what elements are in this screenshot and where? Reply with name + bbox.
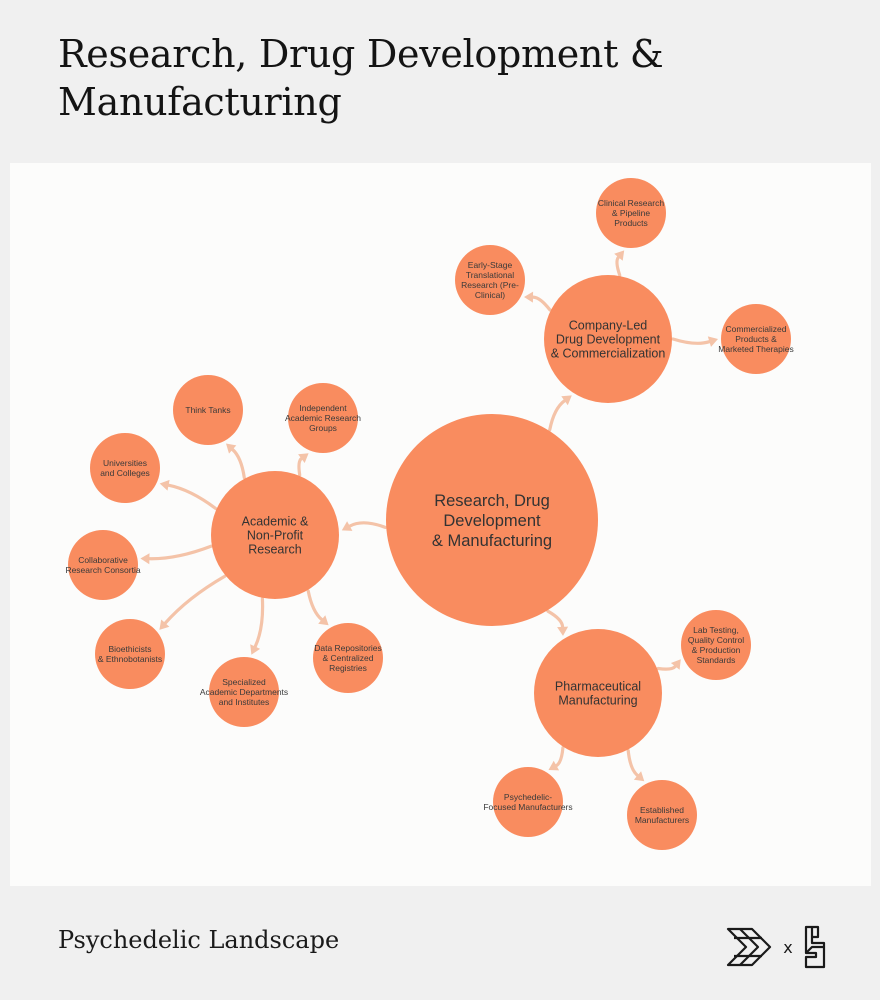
node-circle — [95, 619, 165, 689]
arrow-to-academic-non-profit-research — [341, 521, 387, 531]
node-circle — [90, 433, 160, 503]
arrow-to-think-tanks — [226, 443, 246, 480]
arrow-to-specialized-academic-departments — [250, 597, 265, 655]
arrow-to-commercialized-products — [671, 336, 718, 347]
node-circle — [534, 629, 662, 757]
arrow-to-clinical-research-pipeline-products — [614, 250, 625, 277]
node-circle — [173, 375, 243, 445]
node-circle — [681, 610, 751, 680]
page-title: Research, Drug Development & Manufacturi… — [58, 32, 664, 124]
node-circle — [209, 657, 279, 727]
node-circle — [386, 414, 598, 626]
node-think-tanks: Think Tanks — [173, 375, 243, 445]
node-circle — [455, 245, 525, 315]
node-label: Psychedelic-Focused Manufacturers — [483, 792, 572, 812]
arrow-to-company-led-drug-development — [548, 395, 572, 432]
arrow-to-data-repositories-centralized-registries — [306, 589, 329, 626]
node-label: Bioethicists& Ethnobotanists — [98, 644, 162, 664]
footer-title: Psychedelic Landscape — [58, 926, 340, 954]
node-bioethicists-ethnobotanists: Bioethicists& Ethnobotanists — [95, 619, 165, 689]
node-circle — [627, 780, 697, 850]
node-circle — [288, 383, 358, 453]
arrow-to-early-stage-translational-research — [524, 291, 552, 312]
geometric-s-logo — [804, 925, 826, 969]
arrow-to-bioethicists-ethnobotanists — [159, 574, 227, 630]
node-circle — [721, 304, 791, 374]
node-circle — [544, 275, 672, 403]
node-psychedelic-focused-manufacturers: Psychedelic-Focused Manufacturers — [483, 767, 573, 837]
arrow-to-independent-academic-research-groups — [297, 453, 309, 477]
node-circle — [68, 530, 138, 600]
logo-separator: x — [783, 938, 792, 957]
arrow-to-psychedelic-focused-manufacturers — [548, 746, 565, 771]
arrow-to-universities-and-colleges — [159, 479, 218, 511]
arrow-to-pharmaceutical-manufacturing — [546, 609, 569, 636]
node-label: Think Tanks — [185, 405, 230, 415]
node-circle — [211, 471, 339, 599]
node-circle — [313, 623, 383, 693]
node-circle — [596, 178, 666, 248]
arrow-to-lab-testing-quality-control — [656, 659, 681, 671]
connector-layer — [140, 250, 718, 782]
node-circle — [493, 767, 563, 837]
arrow-to-established-manufacturers — [626, 749, 645, 782]
arrow-to-collaborative-research-consortia — [140, 544, 213, 565]
leaf-chevron-logo — [726, 927, 772, 967]
partner-logos: x — [726, 925, 826, 969]
